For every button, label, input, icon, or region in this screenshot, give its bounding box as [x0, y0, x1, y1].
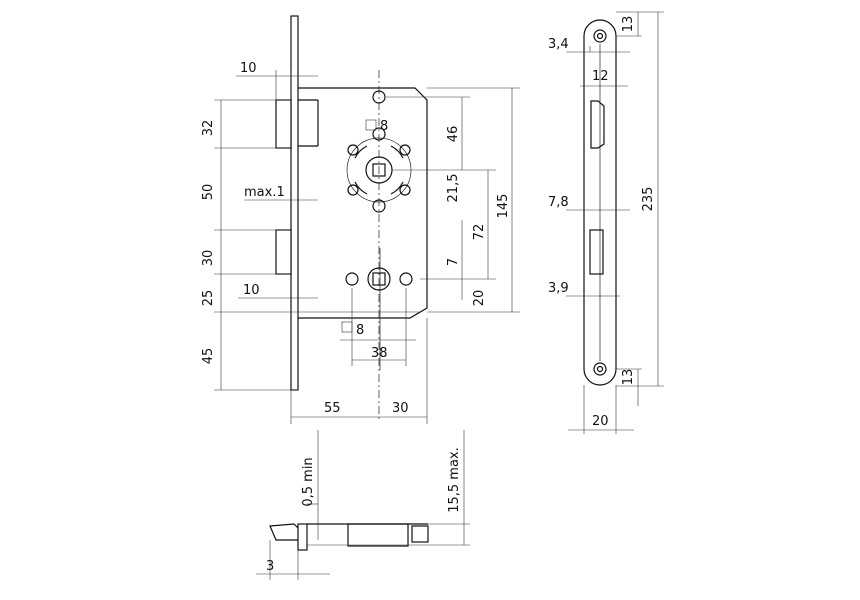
faceplate	[290, 15, 299, 391]
top-screw	[593, 29, 607, 43]
dim-rose-dia: 21,5	[446, 174, 461, 203]
spindle-square	[372, 163, 386, 177]
dim-case-height: 145	[496, 194, 511, 219]
dim-key-to-bottom: 20	[472, 290, 487, 307]
bottom-screw	[593, 362, 607, 376]
dim-min-clearance: 0,5 min	[301, 457, 316, 506]
dim-plate-width-top: 12	[592, 69, 609, 84]
dim-max-depth: 15,5 max.	[447, 447, 462, 513]
dim-key-spacing: 38	[371, 346, 388, 361]
dim-total-length: 235	[641, 187, 656, 212]
case-rear	[411, 525, 429, 543]
dim-spindle-to-top: 46	[446, 126, 461, 143]
dim-bolt-cut: 3,9	[548, 281, 569, 296]
dim-key-square: 8	[356, 323, 364, 338]
dim-spindle-to-key: 72	[472, 224, 487, 241]
dim-backset: 55	[324, 401, 341, 416]
faceplate-edge	[297, 523, 308, 551]
bolt-opening	[589, 229, 604, 275]
dim-case-rear: 30	[392, 401, 409, 416]
dim-latch-offset: 10	[240, 61, 257, 76]
dim-bolt-height: 30	[201, 250, 216, 267]
latch-opening	[590, 100, 605, 149]
case-profile	[347, 523, 409, 547]
bolt	[275, 229, 292, 275]
front-view-dimensions: 32 50 30 25 45 10 max.1 10 8 46 21,5 72 …	[201, 61, 520, 424]
dim-bolt-offset: 10	[243, 283, 260, 298]
side-view-dimensions: 3,4 12 13 235 13 7,8 3,9 20	[548, 11, 664, 434]
dim-bottom-radius: 13	[621, 369, 636, 386]
latch-tip	[269, 523, 303, 541]
dim-latch-to-bolt: 50	[201, 184, 216, 201]
dim-cutout-width: 7,8	[548, 195, 569, 210]
bottom-view-dimensions: 0,5 min 15,5 max. 3	[256, 430, 470, 580]
dim-key-offset: 7	[446, 258, 461, 266]
dim-max-gap: max.1	[244, 185, 285, 200]
dim-hole-offset: 3,4	[548, 37, 569, 52]
dim-bottom-section: 45	[201, 348, 216, 365]
dim-spindle-square: 8	[380, 119, 388, 134]
lock-case	[298, 87, 428, 319]
dim-top-radius: 13	[621, 16, 636, 33]
front-view	[275, 15, 428, 420]
dim-plate-width: 20	[592, 414, 609, 429]
latch	[275, 99, 292, 149]
bottom-view	[269, 523, 429, 551]
dim-bolt-to-bottom: 25	[201, 290, 216, 307]
dim-plate-thickness: 3	[266, 559, 274, 574]
dim-latch-height: 32	[201, 120, 216, 137]
